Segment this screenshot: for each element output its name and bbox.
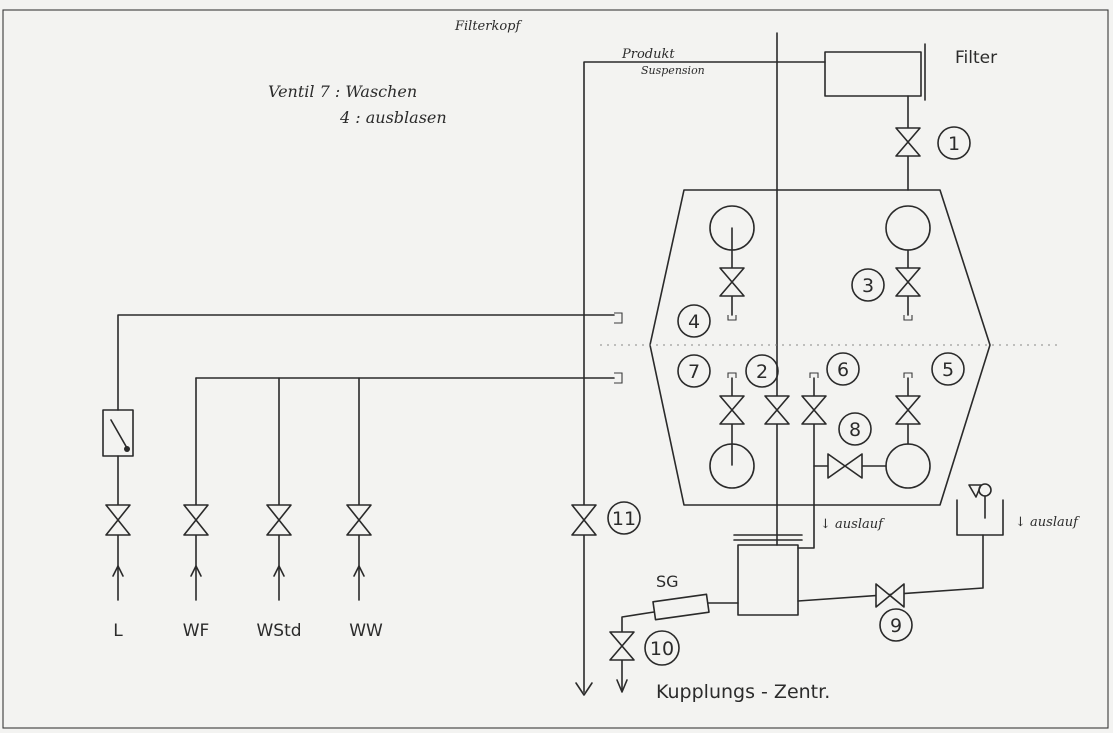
valve-4-number: 4: [688, 311, 700, 333]
note-ventil-4: 4 : ausblasen: [339, 108, 447, 127]
header-line-air: [117, 314, 615, 411]
label-auslauf-1: ↓ auslauf: [820, 517, 885, 532]
valve-6-number: 6: [837, 359, 849, 381]
connector-4: [614, 312, 623, 324]
inlet-label-wstd: WStd: [256, 621, 301, 641]
valve-9-number: 9: [890, 615, 902, 637]
valve-8: [827, 453, 863, 479]
label-sg: SG: [656, 572, 679, 591]
instrument-lower-right: [885, 443, 931, 489]
valve-7: [719, 395, 745, 425]
valve-5-number: 5: [942, 359, 954, 381]
outlet-pipe: [621, 611, 655, 691]
valve-3: [895, 267, 921, 297]
valve-inlet-l: [105, 504, 131, 536]
instrument-upper-right: [885, 205, 931, 251]
valve-8-marker: [838, 412, 872, 446]
valve-3-marker: [851, 268, 885, 302]
sheet-frame: [2, 9, 1109, 729]
filter-unit: [824, 51, 922, 97]
inlet-label-wf: WF: [183, 621, 210, 641]
valve-10: [609, 631, 635, 661]
outlet-arrow-down: [616, 679, 628, 693]
valve-7-marker: [677, 354, 711, 388]
note-filterkopf: Filterkopf: [454, 19, 522, 34]
label-auslauf-2: ↓ auslauf: [1015, 515, 1080, 530]
valve-1-number: 1: [948, 133, 960, 155]
valve-6: [801, 395, 827, 425]
valve-9-marker: [879, 608, 913, 642]
inlet-label-l: L: [113, 621, 123, 641]
valve-inlet-ww: [346, 504, 372, 536]
valve-1: [895, 127, 921, 157]
valve-9-pipe: [797, 534, 984, 602]
note-ventil-7: Ventil 7 : Waschen: [268, 82, 417, 101]
valve-5-marker: [931, 352, 965, 386]
valve-2: [764, 395, 790, 425]
product-suspension-pipe: [583, 61, 826, 693]
overflow-cup: [956, 499, 1004, 536]
connector-7: [614, 372, 623, 384]
valve-2-number: 2: [756, 361, 768, 383]
valve-10-number: 10: [650, 638, 674, 660]
valve-1-marker: [937, 126, 971, 160]
outlet-arrow-up: [575, 682, 593, 696]
filter-vessel-housing: [649, 189, 991, 506]
valve-10-marker: [644, 630, 680, 666]
valve-2-marker: [745, 354, 779, 388]
valve-11: [571, 504, 597, 536]
valve-11-marker: [607, 501, 641, 535]
label-filter: Filter: [955, 48, 997, 68]
valve-3-number: 3: [862, 275, 874, 297]
note-suspension: Suspension: [641, 64, 705, 77]
label-kupplungs-zentr: Kupplungs - Zentr.: [656, 681, 830, 703]
valve-upper-left: [719, 267, 745, 297]
valve-6-pipe: [797, 377, 815, 549]
valve-7-number: 7: [688, 361, 700, 383]
instrument-lower-left: [709, 443, 755, 489]
valve-8-number: 8: [849, 419, 861, 441]
valve-11-number: 11: [612, 508, 636, 530]
inlet-label-ww: WW: [349, 621, 383, 641]
valve-inlet-wstd: [266, 504, 292, 536]
valve-4-marker: [677, 304, 711, 338]
valve-6-marker: [826, 352, 860, 386]
valve-9: [875, 583, 905, 608]
valve-5: [895, 395, 921, 425]
sight-glass: [652, 593, 710, 621]
note-produkt: Produkt: [621, 47, 675, 62]
valve-inlet-wf: [183, 504, 209, 536]
collection-tank: [737, 544, 799, 616]
